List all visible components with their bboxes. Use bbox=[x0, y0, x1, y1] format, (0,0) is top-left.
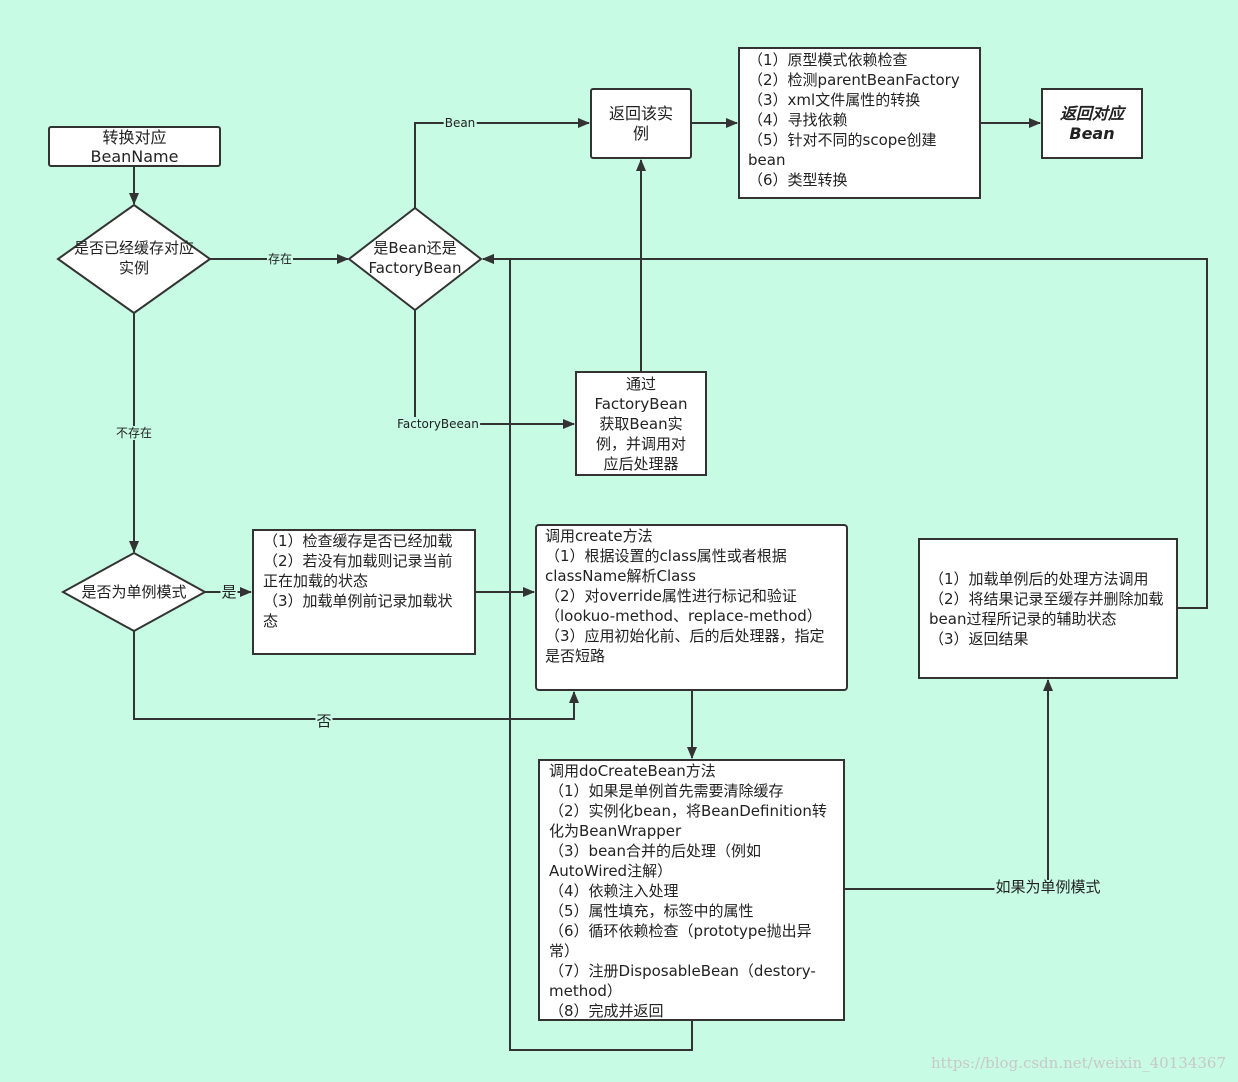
singleton-decision-text: 是否为单例模式 bbox=[81, 583, 187, 601]
node-text: （3）应用初始化前、后的后处理器，指定是否短路 bbox=[545, 627, 825, 665]
edge bbox=[414, 118, 590, 208]
node-text: （2）检测parentBeanFactory bbox=[748, 71, 960, 89]
edge bbox=[482, 254, 1208, 609]
node-text: （3）返回结果 bbox=[929, 629, 1029, 648]
watermark: https://blog.csdn.net/weixin_40134367 bbox=[930, 1054, 1226, 1072]
node-text: （8）完成并返回 bbox=[549, 1002, 664, 1020]
node-text: （1）根据设置的class属性或者根据className解析Class bbox=[545, 547, 787, 585]
node-text: （5）针对不同的scope创建bean bbox=[748, 131, 937, 169]
node-text: 通过 bbox=[625, 374, 656, 393]
node-text: 例 bbox=[632, 123, 649, 143]
checks-node: （1）原型模式依赖检查 （2）检测parentBeanFactory （3）xm… bbox=[738, 47, 981, 199]
node-text: 返回对应 bbox=[1059, 103, 1124, 123]
bean-or-factory-text: 是Bean还是 FactoryBean bbox=[368, 238, 461, 278]
edge bbox=[414, 310, 575, 429]
do-create-node: 调用doCreateBean方法 （1）如果是单例首先需要清除缓存 （2）实例化… bbox=[538, 759, 845, 1021]
edge-label-factory: FactoryBeean bbox=[396, 417, 480, 431]
edge-label-exists: 存在 bbox=[266, 252, 294, 266]
node-text: 调用doCreateBean方法 bbox=[549, 762, 716, 780]
node-text: （6）循环依赖检查（prototype抛出异常） bbox=[549, 922, 812, 960]
node-text: 例，并调用对 bbox=[595, 434, 686, 453]
node-text: （2）若没有加载则记录当前正在加载的状态 bbox=[263, 552, 453, 590]
node-text: （1）加载单例后的处理方法调用 bbox=[929, 569, 1149, 588]
node-text: BeanName bbox=[90, 146, 179, 166]
node-text: （1）如果是单例首先需要清除缓存 bbox=[549, 782, 784, 800]
node-text: （3）xml文件属性的转换 bbox=[748, 91, 921, 109]
convert-beanname-node: 转换对应 BeanName bbox=[48, 126, 221, 167]
create-node: 调用create方法 （1）根据设置的class属性或者根据className解… bbox=[535, 524, 848, 691]
node-text: 是否已经缓存对应 bbox=[73, 239, 195, 257]
node-text: 获取Bean实 bbox=[599, 414, 683, 433]
cached-decision-text: 是否已经缓存对应 实例 bbox=[74, 238, 194, 278]
node-text: 调用create方法 bbox=[545, 527, 653, 545]
node-text: （7）注册DisposableBean（destory-method） bbox=[549, 962, 816, 1000]
node-text: （5）属性填充，标签中的属性 bbox=[549, 902, 754, 920]
node-text: FactoryBean bbox=[368, 259, 462, 277]
node-text: 应后处理器 bbox=[603, 454, 679, 473]
node-text: （4）依赖注入处理 bbox=[549, 882, 679, 900]
node-text: （1）原型模式依赖检查 bbox=[748, 51, 908, 69]
node-text: （2）对override属性进行标记和验证（lookuo-method、repl… bbox=[545, 587, 822, 625]
return-instance-node: 返回该实 例 bbox=[590, 88, 692, 159]
node-text: （1）检查缓存是否已经加载 bbox=[263, 532, 453, 550]
node-text: 是Bean还是 bbox=[373, 239, 457, 257]
edge-label-yes: 是 bbox=[220, 583, 238, 601]
edge-label-not-exists: 不存在 bbox=[114, 426, 154, 440]
node-text: （3）bean合并的后处理（例如AutoWired注解） bbox=[549, 842, 761, 880]
node-text: （4）寻找依赖 bbox=[748, 111, 848, 129]
node-text: 返回该实 bbox=[608, 103, 673, 123]
edge bbox=[133, 631, 579, 720]
factory-get-node: 通过 FactoryBean 获取Bean实 例，并调用对 应后处理器 bbox=[575, 371, 707, 476]
singleton-prep-node: （1）检查缓存是否已经加载 （2）若没有加载则记录当前正在加载的状态 （3）加载… bbox=[252, 529, 476, 655]
node-text: FactoryBean bbox=[594, 394, 688, 413]
node-text: （6）类型转换 bbox=[748, 171, 848, 189]
after-singleton-node: （1）加载单例后的处理方法调用 （2）将结果记录至缓存并删除加载bean过程所记… bbox=[918, 538, 1178, 679]
edge-label-bean: Bean bbox=[443, 116, 477, 130]
node-text: （3）加载单例前记录加载状态 bbox=[263, 592, 453, 630]
node-text: （2）实例化bean，将BeanDefinition转化为BeanWrapper bbox=[549, 802, 827, 840]
node-text: 实例 bbox=[118, 259, 150, 277]
edge-label-no: 否 bbox=[315, 712, 333, 730]
edge-label-if-singleton: 如果为单例模式 bbox=[994, 878, 1102, 896]
return-bean-node: 返回对应 Bean bbox=[1041, 88, 1143, 159]
node-text: （2）将结果记录至缓存并删除加载bean过程所记录的辅助状态 bbox=[929, 589, 1164, 628]
edge bbox=[844, 679, 1053, 890]
node-text: 转换对应 bbox=[102, 127, 167, 147]
node-text: Bean bbox=[1069, 123, 1115, 143]
